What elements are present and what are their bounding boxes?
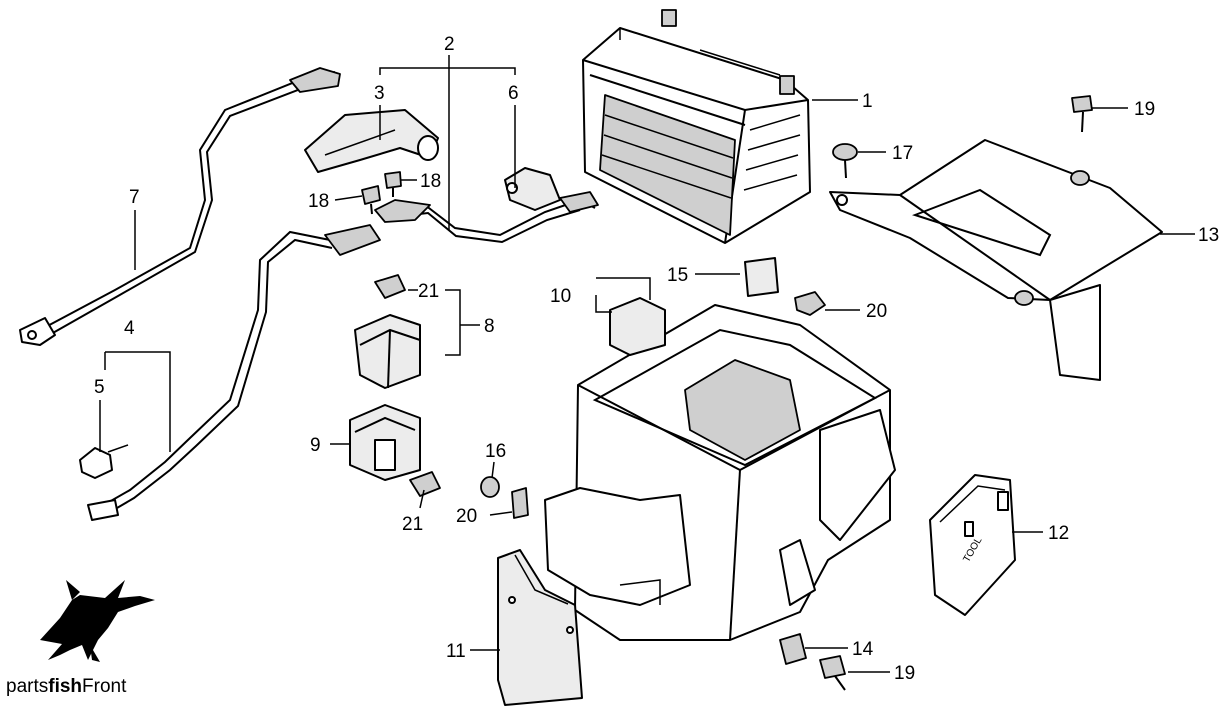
- brand-bold: fish: [48, 676, 82, 697]
- callout-16: 16: [485, 441, 506, 462]
- callout-21-lower: 21: [402, 514, 423, 535]
- brand-pre: parts: [6, 676, 48, 697]
- callout-6: 6: [508, 83, 519, 104]
- brand-post: Front: [82, 676, 127, 697]
- callout-14: 14: [852, 639, 874, 660]
- callout-20-upper: 20: [866, 301, 887, 322]
- callout-11: 11: [446, 641, 466, 662]
- callout-8: 8: [484, 316, 495, 337]
- part-21-fuse-upper[interactable]: [374, 274, 406, 299]
- part-6-terminal[interactable]: [504, 167, 561, 211]
- callout-4: 4: [124, 318, 135, 339]
- part-5-boot[interactable]: [79, 444, 129, 479]
- callout-15: 15: [667, 265, 688, 286]
- part-10-battery-box[interactable]: [544, 297, 896, 641]
- callout-19-upper: 19: [1134, 99, 1155, 120]
- callout-1: 1: [862, 91, 873, 112]
- callout-numbers: 1 2 3 6 7 4 5 18 18 21 8 9 21 16 20 10 1…: [94, 34, 1219, 684]
- part-9-holder[interactable]: [349, 404, 421, 481]
- callout-19-lower: 19: [894, 663, 915, 684]
- callout-21-upper: 21: [418, 281, 439, 302]
- callout-5: 5: [94, 377, 105, 398]
- part-20-clip-upper[interactable]: [794, 291, 826, 316]
- callout-18-left: 18: [308, 191, 329, 212]
- part-18-screw-left[interactable]: [361, 185, 381, 215]
- callout-17: 17: [892, 143, 913, 164]
- callout-7: 7: [129, 187, 140, 208]
- callout-20-lower: 20: [456, 506, 477, 527]
- callout-18-right: 18: [420, 171, 441, 192]
- part-16-grommet[interactable]: [480, 476, 500, 498]
- leader-lines: [99, 55, 1195, 673]
- part-12-tool-lid[interactable]: TOOL: [929, 474, 1016, 616]
- part-21-fuse-lower[interactable]: [409, 471, 441, 497]
- part-14-clip[interactable]: [779, 633, 807, 665]
- part-1-battery[interactable]: [582, 9, 811, 244]
- brand-wordmark: partsfishFront: [6, 676, 127, 697]
- part-3-terminal-cover[interactable]: [304, 109, 439, 173]
- callout-13: 13: [1198, 225, 1219, 246]
- part-18-screw-right[interactable]: [384, 171, 402, 197]
- part-19-bolt-lower[interactable]: [819, 655, 846, 691]
- marlin-fish-icon: [40, 580, 155, 662]
- part-13-stay[interactable]: [829, 139, 1163, 381]
- callout-10: 10: [550, 286, 571, 307]
- part-19-bolt-upper[interactable]: [1071, 95, 1093, 133]
- callout-2: 2: [444, 34, 455, 55]
- part-17-bolt[interactable]: [832, 143, 858, 179]
- part-15-pad[interactable]: [744, 257, 779, 297]
- callout-12: 12: [1048, 523, 1069, 544]
- part-11-plate[interactable]: [497, 549, 583, 706]
- part-2-positive-cable[interactable]: [374, 191, 599, 244]
- callout-9: 9: [310, 435, 321, 456]
- part-8-relay[interactable]: [354, 314, 421, 389]
- part-20-clip-lower[interactable]: [511, 487, 529, 519]
- part-7-cable[interactable]: [19, 67, 341, 346]
- part-4-cable[interactable]: [87, 224, 381, 521]
- callout-3: 3: [374, 83, 385, 104]
